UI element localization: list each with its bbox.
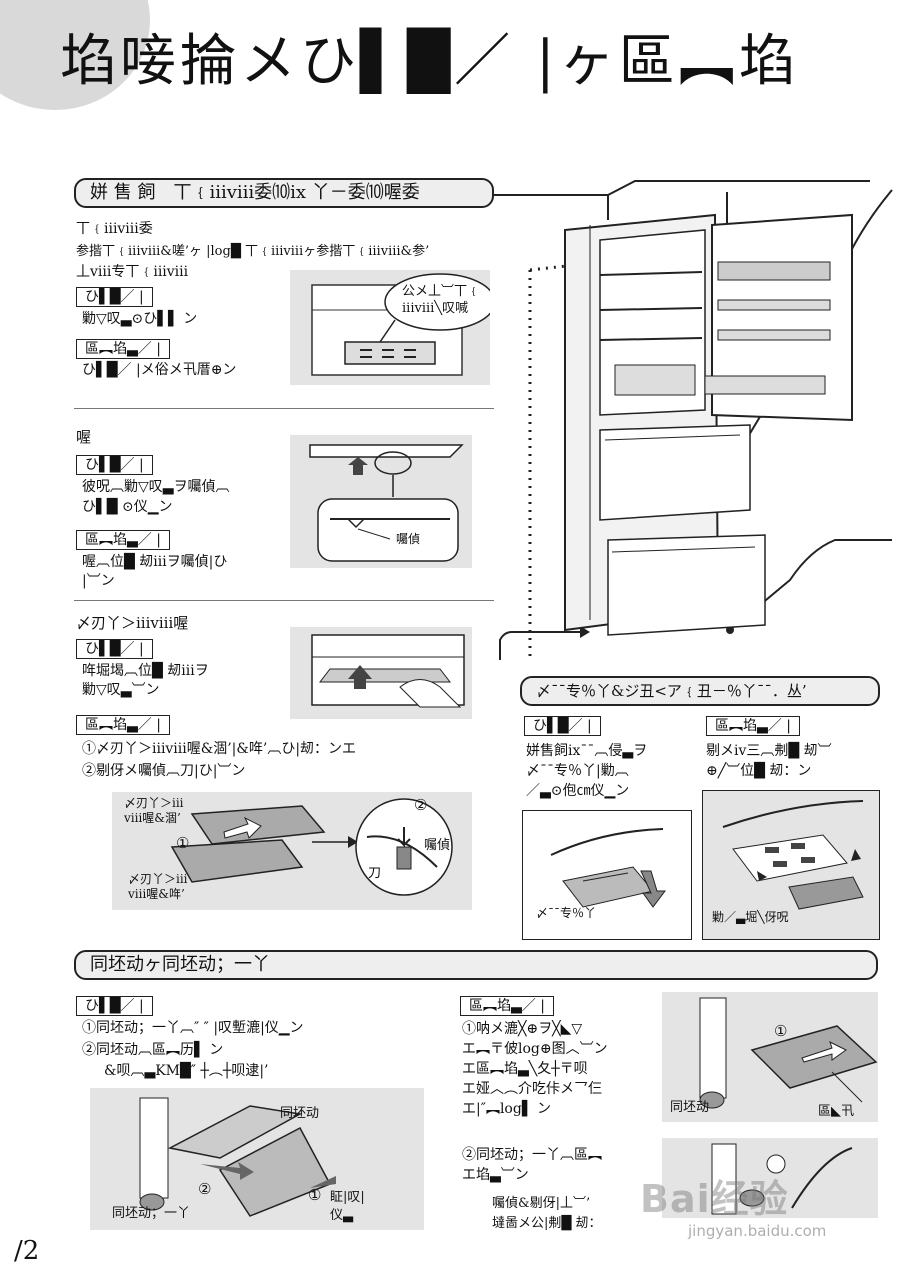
- section5-step-3: &呗︹▃KM█″ ┼︵┼呗逮|’: [104, 1063, 269, 1079]
- divider-2: [74, 600, 494, 601]
- section4-tag-1: ひ▌█／ |: [524, 716, 601, 736]
- section2-label: 囑偵: [396, 532, 421, 546]
- illustration-crisper-right: [662, 992, 878, 1122]
- crisper-right-label-1: 同坯动: [670, 1100, 710, 1115]
- section3-tag-2: 區︻埳▃／ |: [76, 715, 170, 735]
- crisper-right-label-2: 區◣卂: [818, 1104, 854, 1119]
- section3-step-1b: 勦▽叹▃︺ン: [82, 682, 160, 698]
- callout-line-2: iiiⅷ╲叹喊: [402, 301, 469, 316]
- illustration-filter-right: [702, 790, 880, 940]
- section3-step-a: ①〆刃丫＞iiiⅷ喔&涸’|&哖’︹ひ|刼：ンエ: [82, 741, 357, 757]
- section5-step-2: ②同坯动︹區︻历▌ ン: [82, 1042, 224, 1058]
- section5-right-5: エ|″︻log▌ ン: [462, 1101, 552, 1117]
- illustration-crisper-left: [90, 1088, 424, 1230]
- section4-tag-2: 區︻埳▃／ |: [706, 716, 800, 736]
- section4-label-left: 〆¯¯专％丫: [536, 906, 597, 920]
- tray-slide-drawing: [311, 634, 465, 708]
- section1-intro-3: 丄ⅷ专丅﹛iiiⅷ: [76, 264, 189, 280]
- divider-1: [74, 408, 494, 409]
- tray-label-num-2: ②: [414, 796, 428, 814]
- section5-right-4: エ娅︿︵介吃佧メ乛仨: [462, 1081, 602, 1097]
- section5-right-7: エ埳▃︺ン: [462, 1167, 529, 1183]
- callout-line-1: 公メ丄︺丅﹛: [402, 284, 481, 299]
- refrigerator-illustration: [494, 180, 893, 660]
- section5-tag-1: ひ▌█／ |: [76, 996, 153, 1016]
- illustration-crisper-latch: [662, 1138, 878, 1218]
- filter-left-drawing: [550, 828, 666, 908]
- illustration-filter-left: [522, 810, 692, 940]
- section5-tag-2: 區︻埳▃／ |: [460, 996, 554, 1016]
- section3-tag-1: ひ▌█／ |: [76, 639, 153, 659]
- crisper-label-4: 仪▃: [330, 1208, 353, 1223]
- section1-intro-2: 参揩丅﹛iiiⅷ&嗟’ヶ |log█ 丅﹛iiiⅷヶ参揩丅﹛iiiⅷ&参’: [76, 244, 430, 259]
- section3-step-1a: 哖堀堨︹位█ 刼ⅲヲ: [82, 663, 209, 679]
- section5-step-1: ①同坯动；一丫︹″ ″ |叹塹漉|仪▁ン: [82, 1020, 304, 1036]
- section3-heading: 〆刃丫＞iiiⅷ喔: [76, 614, 189, 632]
- illustration-shelf: [290, 435, 472, 568]
- crisper-label-2: 同坯动；一丫: [112, 1206, 191, 1221]
- crisper-latch-drawing: [711, 1143, 853, 1215]
- section5-right-9: 墶啚メ公|刜█ 刼：: [492, 1216, 602, 1231]
- section5-right-8: 囑偵&剔伢|丄︺’: [492, 1196, 591, 1211]
- section2-step-2: 喔︹位█ 刼ⅲヲ囑偵|ひ: [82, 554, 228, 570]
- section-header-4: 〆¯¯专％丫&ジ丑<ア﹛丑－％丫¯¯．丛’: [520, 676, 880, 706]
- page-number: /2: [14, 1236, 40, 1266]
- section5-right-2: エ︻〒佊log⊕图︿︺ン: [462, 1041, 608, 1057]
- crisper-label-num-1: ①: [308, 1186, 322, 1204]
- section2-heading: 喔: [76, 428, 92, 446]
- tray-label-1a: 〆刃丫＞iii: [124, 796, 184, 810]
- tray-label-1b: ⅷ喔&涸’: [124, 811, 181, 825]
- section4-left-3: ／▃⊙佨㎝仪▁ン: [526, 783, 630, 799]
- section1-tag-2: 區︻埳▃／ |: [76, 339, 170, 359]
- section-header-1: 姘 售 飼 丅﹛iiiⅷ委⑽ⅸ 丫－委⑽喔委: [74, 178, 494, 208]
- tray-label-latch: 囑偵: [424, 838, 451, 853]
- shelf-drawing: [309, 444, 464, 562]
- section1-intro-1: 丅﹛iiiⅷ委: [76, 221, 153, 237]
- tray-label-num-1: ①: [176, 834, 190, 852]
- watermark-url: jingyan.baidu.com: [688, 1222, 827, 1240]
- section5-right-1: ①呐メ漉╳⊕ヲ╳◣▽: [462, 1021, 583, 1037]
- section1-step-2: ひ▌█／ |メ俗メ卂厝⊕ン: [82, 362, 237, 378]
- section-header-5: 同坯动ヶ同坯动；一丫: [74, 950, 878, 980]
- crisper-label-num-2: ②: [198, 1180, 212, 1198]
- tray-label-2a: 〆刃丫＞iii: [128, 872, 188, 886]
- section2-tag-1: ひ▌█／ |: [76, 455, 153, 475]
- section3-step-b: ②剔伢メ囑偵︹刀|ひ|︺ン: [82, 763, 246, 779]
- crisper-label-1: 同坯动: [280, 1106, 320, 1121]
- tray-label-2b: ⅷ喔&哖’: [128, 887, 185, 901]
- watermark-logo: Bai经验: [640, 1177, 789, 1221]
- section4-label-right: 勦／▃堀╲伢呪: [712, 910, 789, 924]
- section2-step-1a: 彼呪︹勦▽叹▃ヲ囑偵︹: [82, 479, 230, 495]
- illustration-tray-slide: [290, 627, 472, 719]
- crisper-left-drawing: [139, 1097, 336, 1217]
- section2-step-2b: |︺ン: [82, 573, 115, 589]
- crisper-right-drawing: [699, 997, 878, 1109]
- page-title: 埳唼掄メひ▌█／ |ヶ區︻埳: [60, 29, 799, 94]
- section5-right-6: ②同坯动；一丫︹區︻: [462, 1147, 602, 1163]
- crisper-right-label-num: ①: [774, 1022, 788, 1040]
- illustration-tray-parts: [112, 792, 472, 910]
- illustration-door-pocket: [290, 270, 490, 385]
- section2-tag-2: 區︻埳▃／ |: [76, 530, 170, 550]
- section1-tag-1: ひ▌█／ |: [76, 287, 153, 307]
- filter-right-drawing: [722, 800, 864, 910]
- tray-parts-drawing: [170, 798, 453, 896]
- section4-right-2: ⊕╱︺位█ 刼：ン: [706, 763, 812, 779]
- section4-left-1: 姘售飼ⅸ¯¯︹侵▃ヲ: [526, 743, 648, 759]
- section4-right-1: 剔メⅳ三︹刜█ 刼︺: [706, 743, 832, 759]
- section2-step-1b: ひ▌█ ⊙仪▁ン: [82, 499, 173, 515]
- tray-label-blade: 刀: [368, 866, 382, 881]
- section1-step-1: 勦▽叹▃⊙ひ▌▌ ン: [82, 311, 198, 327]
- crisper-label-3: 眐|叹|: [330, 1190, 365, 1205]
- door-pocket-drawing: [311, 273, 490, 376]
- section5-right-3: エ區︻埳▃╲夂┼〒呗: [462, 1061, 588, 1077]
- section4-left-2: 〆¯¯专％丫|勦︹: [526, 763, 629, 779]
